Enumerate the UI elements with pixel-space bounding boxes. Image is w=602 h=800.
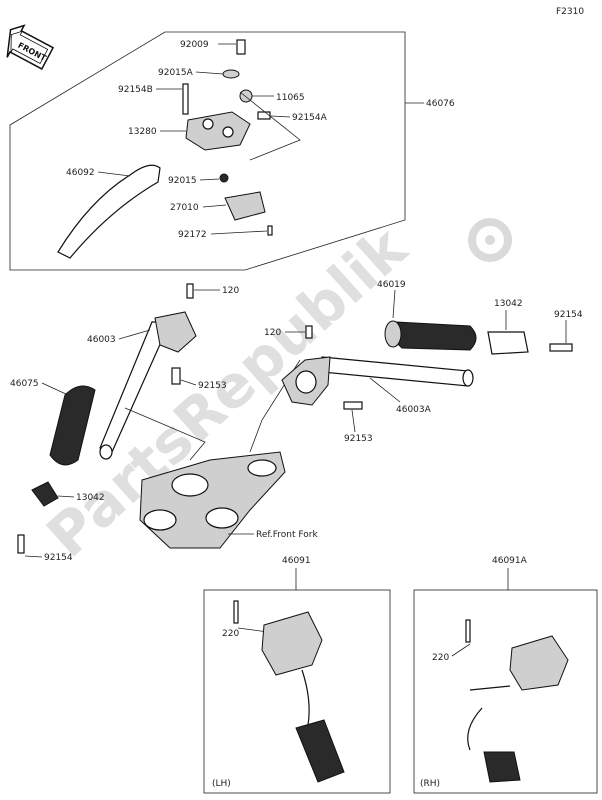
triple-clamp-mid-hole	[205, 507, 239, 529]
label-46091A: 46091A	[492, 556, 528, 566]
lever-46092	[57, 164, 161, 259]
lh-switch-panel: 46091 220 (LH)	[203, 556, 391, 794]
label-46091: 46091	[282, 556, 311, 566]
clamp-46003	[154, 311, 197, 353]
screw-220-left	[233, 600, 239, 624]
bolt-120-right	[305, 325, 313, 339]
screw-92172	[267, 225, 273, 236]
label-92154B: 92154B	[118, 85, 153, 95]
weight-13042-left	[31, 481, 59, 507]
bolt-92153-right	[343, 401, 363, 410]
label-46003A: 46003A	[396, 405, 432, 415]
bolt-92153-left	[171, 367, 181, 385]
label-27010: 27010	[170, 203, 199, 213]
grip-46019	[392, 321, 477, 351]
label-92009: 92009	[180, 40, 209, 50]
bolt-92154-left	[17, 534, 25, 554]
switch-housing-46091A	[509, 635, 569, 691]
switch-wire-46091A-lower	[467, 707, 483, 751]
bolt-120-left	[186, 283, 194, 299]
gear-icon	[468, 218, 512, 262]
screw-220-right	[465, 619, 471, 643]
connector-46091	[295, 719, 345, 783]
bracket-hole-1	[202, 118, 214, 130]
lever-assembly-box	[9, 31, 406, 271]
label-92154-right: 92154	[554, 310, 583, 320]
label-92154-left: 92154	[44, 553, 73, 563]
handlebar-callouts: 120 46003 46019 13042 92154 120 46075 92…	[10, 280, 583, 563]
label-46075: 46075	[10, 379, 39, 389]
label-92154A: 92154A	[292, 113, 328, 123]
washer-92015A	[222, 69, 240, 79]
label-46076: 46076	[426, 99, 455, 109]
label-120-left: 120	[222, 286, 239, 296]
nut-92015	[219, 173, 229, 183]
grip-46075	[49, 385, 96, 466]
switch-27010	[224, 191, 266, 221]
triple-clamp	[139, 451, 286, 549]
bolt-92154-right	[549, 343, 573, 352]
connector-46091A	[483, 751, 521, 783]
figure-code: F2310	[556, 7, 584, 17]
label-92015: 92015	[168, 176, 197, 186]
label-220-right: 220	[432, 653, 449, 663]
clutch-lever-assembly	[57, 39, 301, 259]
triple-clamp-left-hole	[171, 473, 209, 497]
label-92153-left: 92153	[198, 381, 227, 391]
switch-wire-46091	[301, 669, 310, 726]
bolt-92154B	[182, 83, 189, 115]
label-46092: 46092	[66, 168, 95, 178]
label-rh: (RH)	[420, 779, 440, 789]
handlebar-46003A	[321, 356, 469, 387]
grip-46019-end	[384, 320, 402, 348]
label-13042-right: 13042	[494, 299, 523, 309]
handlebar-end-46003A	[462, 369, 474, 387]
bolt-92009	[236, 39, 246, 55]
label-11065: 11065	[276, 93, 305, 103]
triple-clamp-right-hole	[247, 459, 277, 477]
left-handlebar-group	[17, 283, 197, 554]
label-lh: (LH)	[212, 779, 231, 789]
label-92153-right: 92153	[344, 434, 373, 444]
rh-switch-panel: 46091A 220 (RH)	[413, 556, 598, 794]
triple-clamp-stem-hole	[143, 509, 177, 531]
triple-clamp-group	[124, 359, 301, 549]
lh-switch-box	[203, 589, 391, 794]
handlebar-end-46003	[99, 444, 113, 460]
label-120-right: 120	[264, 328, 281, 338]
label-92015A: 92015A	[158, 68, 194, 78]
label-ref-front-fork: Ref.Front Fork	[256, 530, 318, 540]
bracket-13280	[185, 111, 251, 151]
label-92172: 92172	[178, 230, 207, 240]
watermark: PartsRepublik	[34, 213, 512, 570]
clamp-46003A-hole	[295, 370, 317, 394]
switch-wire-46091A-upper	[469, 685, 511, 691]
label-46003: 46003	[87, 335, 116, 345]
label-13042-left: 13042	[76, 493, 105, 503]
front-arrow-badge: FRONT	[6, 24, 55, 70]
bolt-92154A	[257, 111, 271, 120]
triple-clamp-leader-left	[124, 407, 206, 461]
label-13280: 13280	[128, 127, 157, 137]
box-divider	[239, 91, 301, 161]
weight-13042-right	[487, 331, 529, 355]
lever-callouts: 92009 92015A 92154B 11065 92154A 13280 4…	[66, 40, 455, 240]
label-220-left: 220	[222, 629, 239, 639]
right-handlebar-group	[281, 320, 573, 410]
rh-switch-box	[413, 589, 598, 794]
switch-housing-46091	[261, 611, 323, 676]
label-46019: 46019	[377, 280, 406, 290]
bracket-hole-2	[222, 126, 234, 138]
